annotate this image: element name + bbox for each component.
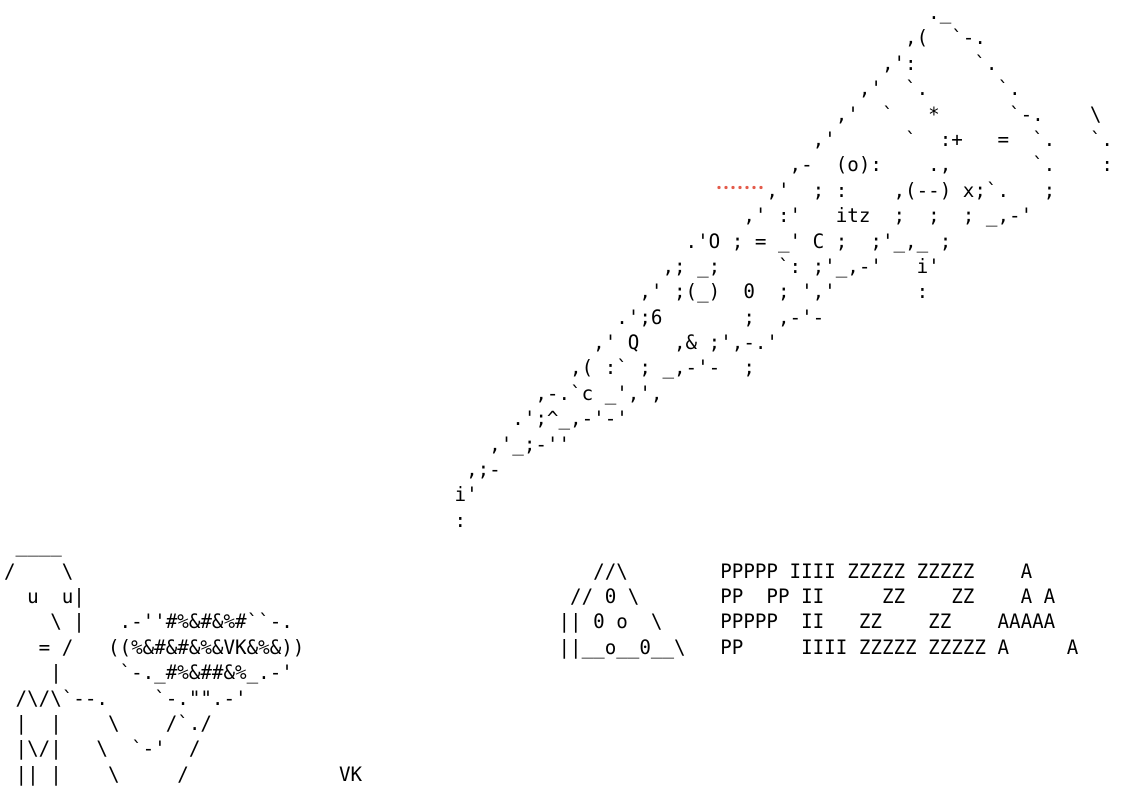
art-line: / \ //\ PPPPP IIII ZZZZZ ZZZZZ A (4, 559, 1033, 583)
art-line: ,'_;-'' (4, 432, 571, 456)
art-line: ,' ; : ,(--) x;`. ; (4, 178, 1056, 202)
art-line: .';6 ; ,-'- (4, 305, 825, 329)
art-line: u u| // 0 \ PP PP II ZZ ZZ A A (4, 584, 1056, 608)
art-line: | `-._#%&##&%_.-' (4, 661, 293, 685)
art-line: ,' :' itz ; ; ; _,-' (4, 204, 1033, 228)
art-line: i' (4, 483, 478, 507)
art-line: ,;- (4, 458, 501, 482)
art-line: ,( :` ; _,-'- ; (4, 356, 755, 380)
art-line: ,' Q ,& ;',-.' (4, 331, 778, 355)
art-line: : (4, 508, 467, 532)
art-line: ,( `-. (4, 26, 986, 50)
art-line: \ | .-''#%&#&%#``-. || 0 o \ PPPPP II ZZ… (4, 610, 1056, 634)
art-line: ._ (4, 1, 952, 24)
art-line: |\/| \ `-' / (4, 737, 201, 761)
art-line: ,-.`c _',', (4, 381, 663, 405)
art-line: .';^_,-'-' (4, 407, 628, 431)
art-line: ____ (4, 534, 62, 558)
ascii-art-canvas: ._ ,( `-. ,': `. (4, 0, 1113, 787)
art-line: || | \ / VK (4, 762, 363, 786)
art-line: = / ((%&#&#&%&VK&%&)) ||__o__0__\ PP III… (4, 635, 1079, 659)
art-line: ,' ` :+ = `. `. (4, 127, 1113, 151)
art-line: ,' ;(_) 0 ; ',' : (4, 280, 929, 304)
art-line: ,' `. `. (4, 77, 1021, 101)
art-line: ,': `. (4, 51, 998, 75)
art-line: | | \ /`./ (4, 711, 212, 735)
spellcheck-underline (717, 185, 763, 190)
art-line: ,; _; `: ;'_,-' i' (4, 254, 940, 278)
art-line: ,- (o): ., `. : (4, 153, 1113, 177)
art-line: /\/\`--. `-."".-' (4, 686, 247, 710)
art-line: ,' ` * `-. \ (4, 102, 1102, 126)
art-line: .'O ; = _' C ; ;'_,_ ; (4, 229, 952, 253)
